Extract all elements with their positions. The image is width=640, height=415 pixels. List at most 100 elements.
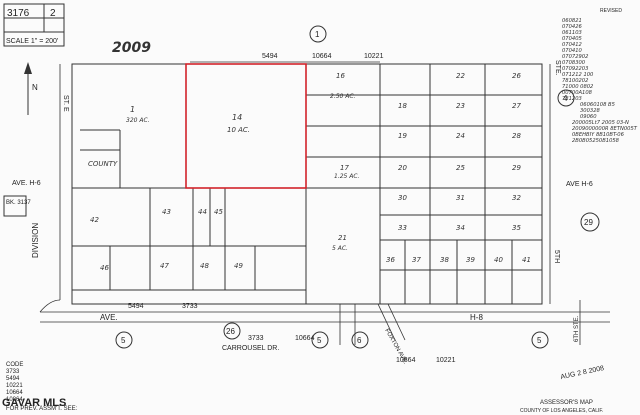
street-st-e: ST. E bbox=[62, 95, 69, 112]
revision-1: 070426 bbox=[562, 24, 583, 30]
revision-0: 060821 bbox=[562, 18, 582, 24]
revision-15: 300328 bbox=[580, 108, 601, 114]
legend-code-1: 3733 bbox=[6, 369, 20, 375]
map-page-number: 2 bbox=[50, 8, 56, 19]
parcel-40: 40 bbox=[494, 256, 503, 264]
parcel-43: 43 bbox=[162, 208, 171, 216]
code-top-b: 10664 bbox=[312, 53, 332, 60]
street-sixth: 6TH STE. bbox=[574, 315, 580, 342]
parcel-49: 49 bbox=[234, 262, 243, 270]
parcel-17: 17 bbox=[340, 164, 349, 172]
code-bot-d: 10664 bbox=[295, 335, 315, 342]
svg-text:N: N bbox=[32, 83, 38, 92]
highlighted-parcel-14 bbox=[185, 63, 307, 189]
revision-18: 2009000000R 8ETN005T bbox=[572, 126, 638, 132]
legend-code-5: 10864 bbox=[6, 397, 23, 403]
revision-4: 070412 bbox=[562, 42, 582, 48]
legend-code-title: CODE bbox=[6, 362, 23, 368]
revision-11: 71000 0802 bbox=[562, 84, 593, 90]
revision-10: 78100202 bbox=[562, 78, 588, 84]
street-h8: H-8 bbox=[470, 313, 483, 322]
code-top-c: 10221 bbox=[364, 53, 384, 60]
ref-circle-5b: 5 bbox=[317, 336, 322, 345]
revision-8: 07092203 bbox=[562, 66, 588, 72]
parcel-14-number: 14 bbox=[232, 113, 242, 122]
ref-circle-6: 6 bbox=[357, 336, 362, 345]
revision-13: 781203 bbox=[562, 96, 582, 102]
parcel-16-area: 2.50 AC. bbox=[330, 93, 356, 100]
parcel-41: 41 bbox=[522, 256, 531, 264]
revision-5: 070410 bbox=[562, 48, 583, 54]
street-fifth: 5TH bbox=[553, 250, 560, 263]
ref-circle-4: 4 bbox=[563, 94, 568, 103]
revision-14: 06060108 B5 bbox=[580, 102, 616, 108]
revision-20: 2B0B05250B1058 bbox=[572, 138, 620, 144]
revision-17: 200005Lt7 2005 03-N bbox=[572, 120, 629, 126]
parcel-36: 36 bbox=[386, 256, 395, 264]
street-division: DIVISION bbox=[31, 223, 40, 258]
parcel-28: 28 bbox=[512, 132, 521, 140]
parcel-17-area: 1.25 AC. bbox=[334, 173, 360, 180]
parcel-1-area: 320 AC. bbox=[126, 117, 150, 124]
revision-9: 071212 100 bbox=[562, 72, 594, 78]
revision-6: 07072902 bbox=[562, 54, 588, 60]
watermark-logo: GAVAR MLS bbox=[2, 397, 66, 409]
legend-code-2: 5494 bbox=[6, 376, 20, 382]
ref-circle-1: 1 bbox=[315, 30, 320, 39]
code-legend: CODE 3733 5494 10221 10664 10864 FOR PRE… bbox=[6, 362, 78, 412]
revision-3: 070405 bbox=[562, 36, 583, 42]
map-book-number: 3176 bbox=[7, 8, 30, 19]
parcel-18: 18 bbox=[398, 102, 407, 110]
parcel-lines bbox=[71, 63, 543, 305]
parcel-27: 27 bbox=[512, 102, 521, 110]
parcel-37: 37 bbox=[412, 256, 421, 264]
ref-circle-5c: 5 bbox=[537, 336, 542, 345]
stamp-date: AUG 2 8 2008 bbox=[560, 365, 605, 381]
parcel-31: 31 bbox=[456, 194, 465, 202]
street-ave-h6-right: AVE H-6 bbox=[566, 181, 593, 188]
parcel-38: 38 bbox=[440, 256, 449, 264]
parcel-21-area: 5 AC. bbox=[332, 245, 348, 252]
parcel-29: 29 bbox=[512, 164, 521, 172]
code-bot-c: 3733 bbox=[248, 335, 264, 342]
north-arrow-icon: N bbox=[24, 62, 38, 115]
parcel-14-area: 10 AC. bbox=[227, 126, 250, 134]
code-bot-b: 3733 bbox=[182, 303, 198, 310]
revisions-list: REVISED 060821 070426 061103 070405 0704… bbox=[562, 8, 638, 144]
street-ave-bottom: AVE. bbox=[100, 313, 118, 322]
header-box: 3176 2 SCALE 1" = 200' bbox=[3, 3, 65, 47]
year-mark: 2009 bbox=[112, 40, 151, 56]
street-ste-right: STE. bbox=[554, 60, 561, 76]
parcel-30: 30 bbox=[398, 194, 407, 202]
parcel-35: 35 bbox=[512, 224, 521, 232]
parcel-22: 22 bbox=[456, 72, 465, 80]
parcel-26: 26 bbox=[512, 72, 521, 80]
code-bot-e: 10864 bbox=[396, 357, 416, 364]
revision-2: 061103 bbox=[562, 30, 582, 36]
code-bot-a: 5494 bbox=[128, 303, 144, 310]
ref-circle-26: 26 bbox=[226, 327, 235, 336]
legend-code-3: 10221 bbox=[6, 383, 23, 389]
parcel-39: 39 bbox=[466, 256, 475, 264]
ref-circle-5: 5 bbox=[121, 336, 126, 345]
parcel-21: 21 bbox=[338, 234, 347, 242]
ref-circle-29: 29 bbox=[584, 218, 593, 227]
street-carrousel: CARROUSEL DR. bbox=[222, 345, 279, 352]
revision-19: 0BEHBIY 8B10BT-06 bbox=[572, 132, 625, 138]
street-lines bbox=[39, 64, 610, 345]
revision-7: 0708300 bbox=[562, 60, 586, 66]
parcel-46: 46 bbox=[100, 264, 109, 272]
parcel-48: 48 bbox=[200, 262, 209, 270]
assessor-map-label: ASSESSOR'S MAP bbox=[540, 400, 593, 406]
parcel-24: 24 bbox=[456, 132, 465, 140]
legend-code-4: 10664 bbox=[6, 390, 23, 396]
prev-assessment-label: FOR PREV. ASSM'T. SEE: bbox=[6, 406, 78, 412]
code-top-a: 5494 bbox=[262, 53, 278, 60]
date-stamp: AUG 2 8 2008 bbox=[560, 365, 605, 381]
parcel-47: 47 bbox=[160, 262, 169, 270]
parcel-county: COUNTY bbox=[88, 160, 118, 168]
parcel-1-number: 1 bbox=[130, 105, 135, 114]
revision-12: 00700A108 bbox=[562, 90, 593, 96]
map-reference-circles: 1 4 29 5 26 5 6 5 BK. 3137 bbox=[3, 25, 600, 349]
